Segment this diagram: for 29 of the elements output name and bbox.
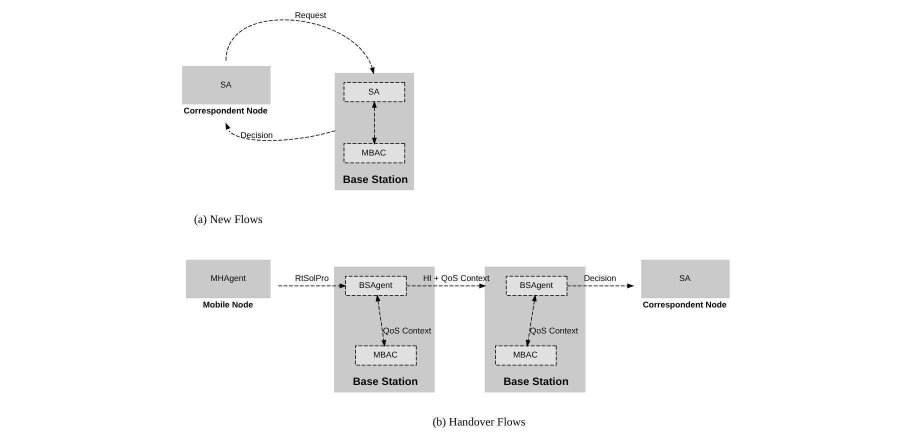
- edge-label: QoS Context: [382, 325, 432, 336]
- edge-label: HI + QoS Context: [423, 273, 490, 284]
- label: (b) Handover Flows: [432, 416, 526, 428]
- node-box: MBAC: [355, 346, 417, 366]
- node-box: MHAgent: [186, 260, 271, 298]
- node-box: MBAC: [344, 143, 406, 164]
- arrow: [376, 294, 386, 347]
- node-label: Correspondent Node: [642, 299, 727, 310]
- arrow: [278, 283, 347, 288]
- node-box: SA: [641, 260, 730, 298]
- label: (a) New Flows: [194, 214, 263, 226]
- arrow: [566, 283, 634, 288]
- edge-label: QoS Context: [530, 325, 578, 336]
- node-box: BSAgent: [506, 276, 568, 296]
- node-box: SA: [344, 82, 406, 102]
- arrow: [406, 283, 486, 288]
- edge-label: Decision: [584, 273, 616, 284]
- node-box: MBAC: [495, 346, 557, 366]
- edge-label: Decision: [240, 130, 273, 140]
- node-box: SA: [182, 66, 271, 104]
- arrow: [526, 294, 537, 347]
- node-box: BSAgent: [345, 276, 407, 296]
- arrow: [372, 100, 377, 145]
- edge-label: RtSolPro: [295, 273, 329, 284]
- node-label: Mobile Node: [202, 299, 254, 310]
- arrow: [226, 122, 336, 141]
- edge-label: Request: [294, 10, 326, 20]
- arrow: [226, 20, 375, 74]
- node-label: Correspondent Node: [184, 106, 268, 116]
